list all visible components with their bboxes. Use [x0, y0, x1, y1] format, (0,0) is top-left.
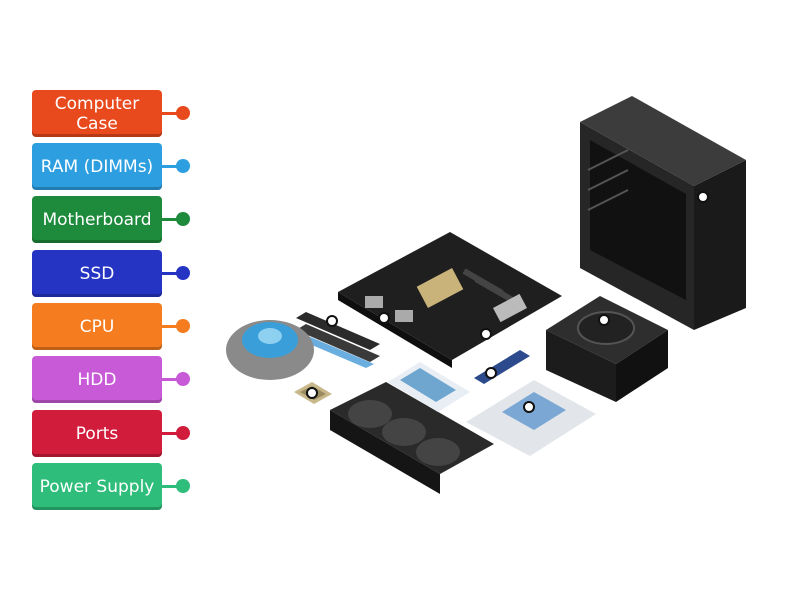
- label-text: RAM (DIMMs): [40, 156, 154, 177]
- connector-line: [162, 432, 182, 435]
- pin-motherboard[interactable]: [480, 328, 492, 340]
- pin-motherboard-ports[interactable]: [378, 312, 390, 324]
- computer-case-image: [580, 96, 746, 330]
- label-motherboard[interactable]: Motherboard: [32, 196, 162, 243]
- label-power-supply[interactable]: Power Supply: [32, 463, 162, 510]
- pin-case[interactable]: [697, 191, 709, 203]
- label-ports[interactable]: Ports: [32, 410, 162, 457]
- label-text: CPU: [79, 316, 115, 337]
- connector-dot[interactable]: [176, 106, 190, 120]
- connector-dot[interactable]: [176, 159, 190, 173]
- label-ram[interactable]: RAM (DIMMs): [32, 143, 162, 190]
- connector-dot[interactable]: [176, 319, 190, 333]
- connector-line: [162, 325, 182, 328]
- label-cpu[interactable]: CPU: [32, 303, 162, 350]
- label-text: HDD: [77, 369, 117, 390]
- power-supply-image: [546, 296, 668, 402]
- connector-dot[interactable]: [176, 479, 190, 493]
- connector-dot[interactable]: [176, 212, 190, 226]
- connector-line: [162, 165, 182, 168]
- label-text: Ports: [75, 423, 119, 444]
- label-computer-case[interactable]: Computer Case: [32, 90, 162, 137]
- pin-hdd[interactable]: [523, 401, 535, 413]
- label-text: Computer Case: [54, 93, 140, 134]
- label-text: SSD: [79, 263, 115, 284]
- connector-line: [162, 272, 182, 275]
- connector-line: [162, 485, 182, 488]
- pin-ram[interactable]: [326, 315, 338, 327]
- motherboard-image: [338, 232, 562, 368]
- cpu-cooler-image: [226, 320, 314, 380]
- ram-image: [296, 312, 380, 368]
- pin-power-supply[interactable]: [598, 314, 610, 326]
- label-hdd[interactable]: HDD: [32, 356, 162, 403]
- connector-line: [162, 218, 182, 221]
- ssd-image: [388, 362, 470, 412]
- pin-cpu[interactable]: [306, 387, 318, 399]
- connector-dot[interactable]: [176, 426, 190, 440]
- m2-ssd-image: [474, 350, 530, 384]
- connector-dot[interactable]: [176, 372, 190, 386]
- label-ssd[interactable]: SSD: [32, 250, 162, 297]
- pin-ssd[interactable]: [485, 367, 497, 379]
- connector-dot[interactable]: [176, 266, 190, 280]
- connector-line: [162, 378, 182, 381]
- hdd-image: [466, 380, 596, 456]
- label-text: Power Supply: [39, 476, 155, 497]
- connector-line: [162, 112, 182, 115]
- label-text: Motherboard: [42, 209, 152, 230]
- graphics-card-image: [330, 382, 494, 494]
